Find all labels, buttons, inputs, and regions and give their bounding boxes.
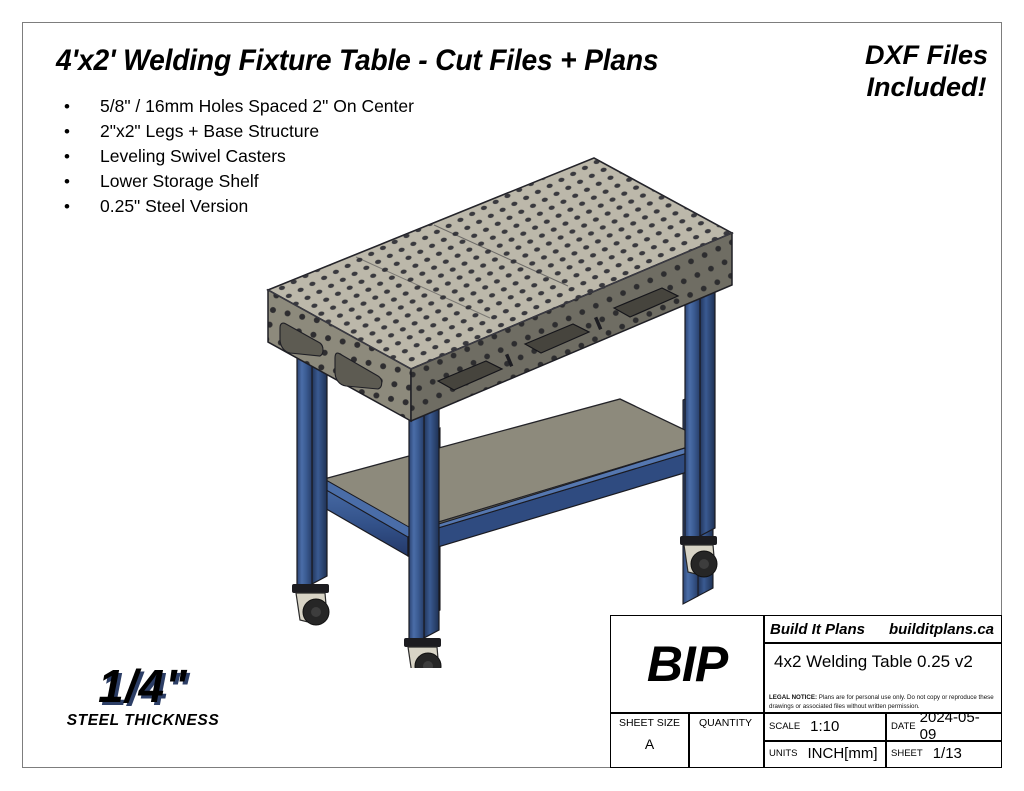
skirt-slots [505, 316, 603, 367]
dxf-files-banner: DXF Files Included! [865, 40, 988, 104]
title-block-divider [611, 712, 1001, 714]
welding-table-3d-model [228, 138, 768, 668]
date-label: DATE [891, 720, 916, 732]
title-block-divider [688, 712, 690, 767]
drawing-title: 4x2 Welding Table 0.25 v2 [763, 642, 1001, 682]
page-title: 4'x2' Welding Fixture Table - Cut Files … [56, 44, 659, 77]
sheet-border-frame [22, 22, 1002, 768]
bip-logo-text: BIP [646, 636, 728, 692]
scale-label: SCALE [769, 720, 801, 732]
bullet-icon: • [64, 172, 70, 191]
list-item: • 2"x2" Legs + Base Structure [56, 119, 414, 144]
caster [292, 584, 330, 626]
title-block-divider [763, 616, 765, 767]
title-block: BIP Build It Plans builditplans.ca 4x2 W… [610, 615, 1002, 768]
brand-name: Build It Plans [770, 620, 866, 638]
bullet-icon: • [64, 197, 70, 216]
bullet-icon: • [64, 122, 70, 141]
sheet-size-value: A [644, 736, 655, 752]
list-item: • Lower Storage Shelf [56, 169, 414, 194]
units-cell: UNITS INCH[mm] [763, 740, 885, 767]
legal-notice-heading: LEGAL NOTICE: [769, 694, 818, 701]
sheet-number-value: 1/13 [932, 745, 962, 762]
bullet-icon: • [64, 97, 70, 116]
list-item: • Leveling Swivel Casters [56, 144, 414, 169]
scale-cell: SCALE 1:10 [763, 712, 885, 740]
thickness-value: 1/4" [98, 660, 188, 712]
bullet-icon: • [64, 147, 70, 166]
sheet-number-cell: SHEET 1/13 [885, 740, 1001, 767]
quantity-cell: QUANTITY [688, 712, 763, 767]
scale-value: 1:10 [810, 717, 840, 735]
thickness-label: STEEL THICKNESS [66, 712, 220, 729]
legal-notice: LEGAL NOTICE: Plans are for personal use… [763, 682, 1001, 712]
list-item: • 0.25" Steel Version [56, 194, 414, 219]
model-geometry [266, 157, 734, 668]
caster [680, 536, 718, 578]
swivel-casters [292, 536, 718, 668]
feature-text: 2"x2" Legs + Base Structure [100, 121, 320, 141]
feature-text: Leveling Swivel Casters [100, 146, 286, 166]
units-value: INCH[mm] [807, 745, 878, 762]
skirt-cutouts [279, 322, 383, 390]
list-item: • 5/8" / 16mm Holes Spaced 2" On Center [56, 94, 414, 119]
date-value: 2024-05-09 [919, 712, 980, 740]
feature-list: • 5/8" / 16mm Holes Spaced 2" On Center … [56, 94, 414, 219]
skirt-cutouts [436, 287, 680, 391]
dxf-banner-line-1: DXF Files [864, 40, 988, 70]
brand-website: builditplans.ca [888, 620, 994, 638]
brand-row: Build It Plans builditplans.ca [763, 616, 1001, 642]
title-block-divider [885, 712, 887, 767]
bip-logo: BIP [611, 616, 763, 712]
drawing-title-text: 4x2 Welding Table 0.25 v2 [774, 652, 973, 671]
title-block-divider [763, 642, 1001, 644]
sheet-number-label: SHEET [891, 748, 923, 759]
feature-text: 0.25" Steel Version [100, 196, 249, 216]
perforated-table-top [266, 157, 734, 423]
date-cell: DATE 2024-05-09 [885, 712, 1001, 740]
sheet-size-cell: SHEET SIZE A [611, 712, 688, 767]
feature-text: Lower Storage Shelf [100, 171, 259, 191]
caster [404, 638, 442, 668]
feature-text: 5/8" / 16mm Holes Spaced 2" On Center [100, 96, 414, 116]
steel-thickness-callout: 1/4" STEEL THICKNESS [48, 662, 238, 730]
units-label: UNITS [769, 748, 798, 759]
dxf-banner-line-2: Included! [866, 71, 987, 102]
sheet-size-label: SHEET SIZE [618, 717, 681, 729]
legal-notice-body: Plans are for personal use only. Do not … [769, 694, 994, 710]
title-block-divider [763, 740, 1001, 742]
welding-table-illustration [266, 157, 734, 668]
quantity-label: QUANTITY [698, 717, 753, 729]
quantity-value [688, 729, 763, 736]
lower-storage-shelf [315, 398, 716, 558]
